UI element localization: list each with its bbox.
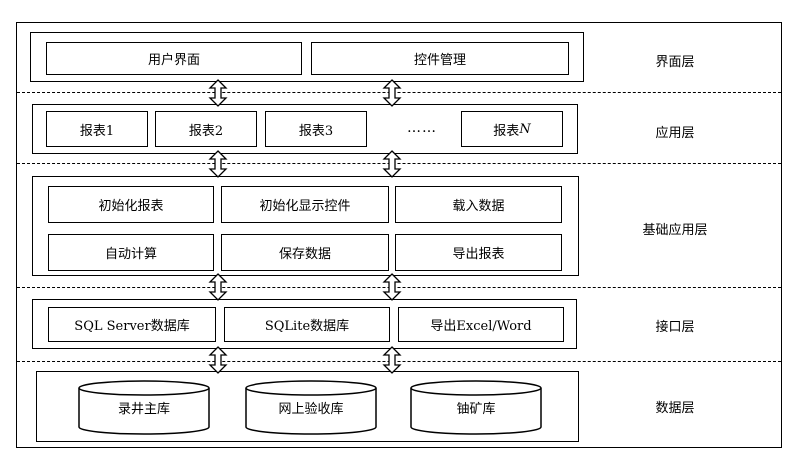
base-item-export-report: 导出报表 bbox=[395, 234, 562, 271]
bidirectional-arrow-icon bbox=[208, 79, 228, 107]
app-ellipsis: …… bbox=[407, 120, 437, 136]
app-item-report-2: 报表2 bbox=[155, 111, 257, 147]
database-icon bbox=[245, 380, 377, 435]
iface-layer-name: 接口层 bbox=[655, 320, 695, 335]
architecture-frame bbox=[16, 22, 782, 448]
app-item-report-1: 报表1 bbox=[46, 111, 148, 147]
base-item-save-data: 保存数据 bbox=[221, 234, 389, 271]
data-item-online-acceptance: 网上验收库 bbox=[278, 402, 344, 417]
bidirectional-arrow-icon bbox=[208, 273, 228, 301]
data-layer-name: 数据层 bbox=[655, 401, 695, 416]
iface-item-export-excel-word: 导出Excel/Word bbox=[398, 307, 564, 342]
bidirectional-arrow-icon bbox=[382, 79, 402, 107]
database-icon bbox=[410, 380, 542, 435]
base-item-load-data: 载入数据 bbox=[395, 186, 562, 223]
app-item-report-3: 报表3 bbox=[265, 111, 367, 147]
bidirectional-arrow-icon bbox=[208, 150, 228, 178]
separator-2 bbox=[17, 163, 781, 164]
base-item-init-report: 初始化报表 bbox=[48, 186, 214, 223]
base-item-auto-calc: 自动计算 bbox=[48, 234, 214, 271]
base-layer-name: 基础应用层 bbox=[642, 223, 708, 238]
bidirectional-arrow-icon bbox=[382, 346, 402, 374]
separator-4 bbox=[17, 361, 781, 362]
base-item-init-display-control: 初始化显示控件 bbox=[221, 186, 389, 223]
bidirectional-arrow-icon bbox=[382, 273, 402, 301]
iface-item-sql-server: SQL Server数据库 bbox=[48, 307, 216, 342]
separator-1 bbox=[17, 92, 781, 93]
separator-3 bbox=[17, 287, 781, 288]
bidirectional-arrow-icon bbox=[382, 150, 402, 178]
report-n-prefix: 报表 bbox=[493, 123, 520, 139]
report-n-suffix: N bbox=[519, 121, 531, 137]
ui-layer-name: 界面层 bbox=[655, 55, 695, 70]
iface-item-sqlite: SQLite数据库 bbox=[224, 307, 390, 342]
database-icon bbox=[78, 380, 210, 435]
app-layer-name: 应用层 bbox=[655, 126, 695, 141]
bidirectional-arrow-icon bbox=[208, 346, 228, 374]
data-item-logging-main: 录井主库 bbox=[117, 402, 170, 417]
ui-item-user-interface: 用户界面 bbox=[46, 42, 302, 75]
data-item-uranium-mine: 铀矿库 bbox=[456, 402, 496, 417]
ui-item-control-management: 控件管理 bbox=[311, 42, 569, 75]
